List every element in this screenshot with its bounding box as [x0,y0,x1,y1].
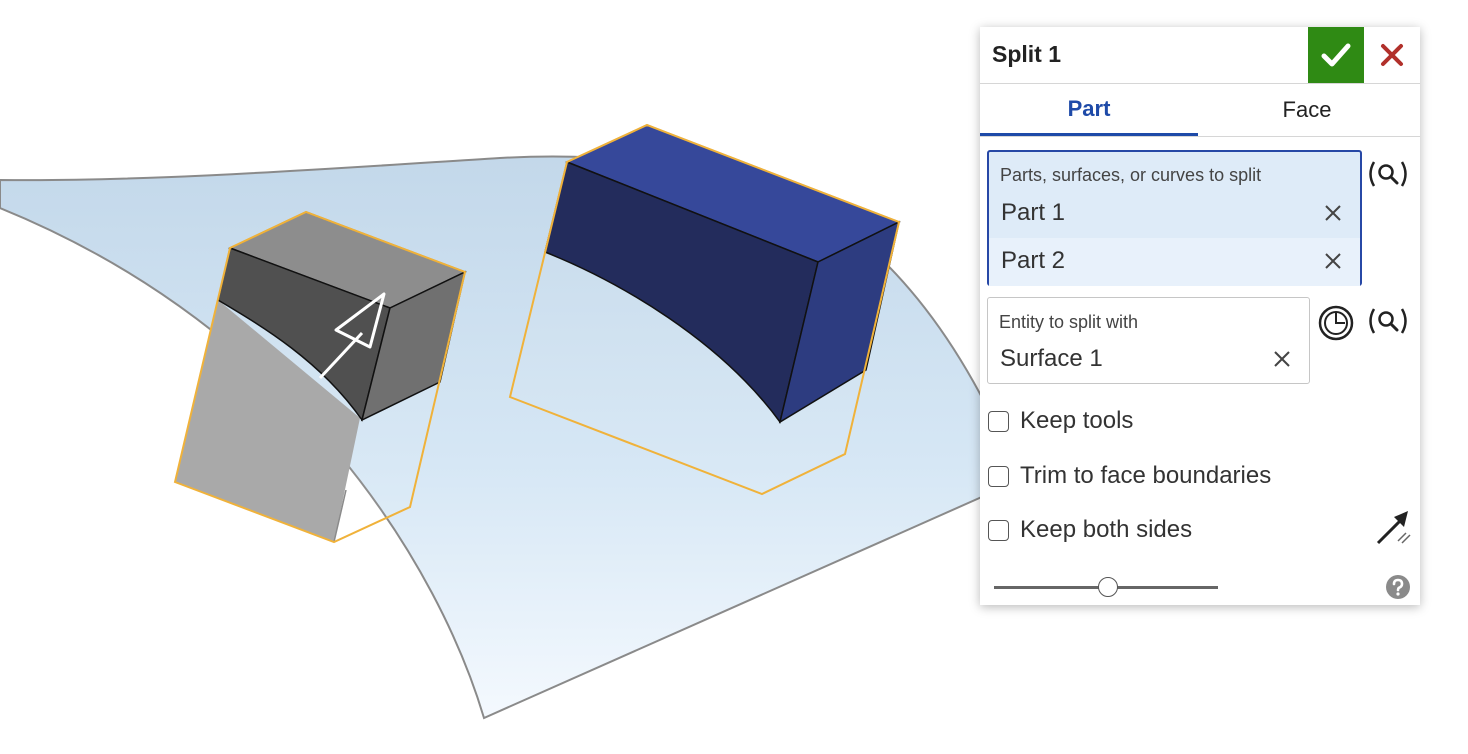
part-1[interactable] [173,210,467,544]
remove-part-1-icon[interactable] [1322,202,1344,224]
close-icon [1381,44,1403,66]
entity-selection-label: Entity to split with [999,312,1139,332]
dialog-tabs: Part Face [980,84,1420,137]
cancel-button[interactable] [1370,27,1414,83]
keep-both-sides-option[interactable]: Keep both sides [988,516,1288,546]
clock-icon[interactable] [1316,303,1356,343]
selection-item-surface-1[interactable]: Surface 1 [988,336,1309,384]
slider-thumb[interactable] [1098,577,1118,597]
search-icon[interactable] [1366,305,1410,337]
trim-to-face-boundaries-checkbox[interactable] [988,466,1009,487]
selection-item-label: Surface 1 [1000,345,1103,372]
dialog-title: Split 1 [992,41,1062,67]
tab-part[interactable]: Part [980,84,1198,136]
selection-item-part-2[interactable]: Part 2 [989,238,1360,286]
remove-part-2-icon[interactable] [1322,250,1344,272]
search-icon[interactable] [1366,158,1410,190]
keep-tools-label: Keep tools [1020,407,1134,434]
ok-button[interactable] [1308,27,1364,83]
split-feature-dialog: Split 1 Part Face Parts, surfaces, or cu… [980,27,1420,605]
trim-to-face-boundaries-label: Trim to face boundaries [1020,462,1272,489]
selection-item-label: Part 1 [1001,199,1066,226]
keep-tools-checkbox[interactable] [988,411,1009,432]
flip-direction-icon[interactable] [1372,507,1416,551]
entity-selection-field[interactable]: Entity to split with Surface 1 [987,297,1310,384]
checkmark-icon [1321,43,1351,67]
parts-selection-field[interactable]: Parts, surfaces, or curves to split Part… [987,150,1362,286]
parts-selection-label: Parts, surfaces, or curves to split [1000,165,1262,185]
keep-tools-option[interactable]: Keep tools [988,407,1288,437]
keep-both-sides-label: Keep both sides [1020,516,1193,543]
part-2[interactable] [508,123,901,496]
trim-to-face-boundaries-option[interactable]: Trim to face boundaries [988,462,1348,492]
selection-item-part-1[interactable]: Part 1 [989,190,1360,238]
remove-surface-1-icon[interactable] [1271,348,1293,370]
keep-both-sides-checkbox[interactable] [988,520,1009,541]
tab-face[interactable]: Face [1282,97,1332,122]
selection-item-label: Part 2 [1001,247,1066,274]
help-icon[interactable] [1385,574,1411,600]
dialog-header: Split 1 [980,27,1420,84]
